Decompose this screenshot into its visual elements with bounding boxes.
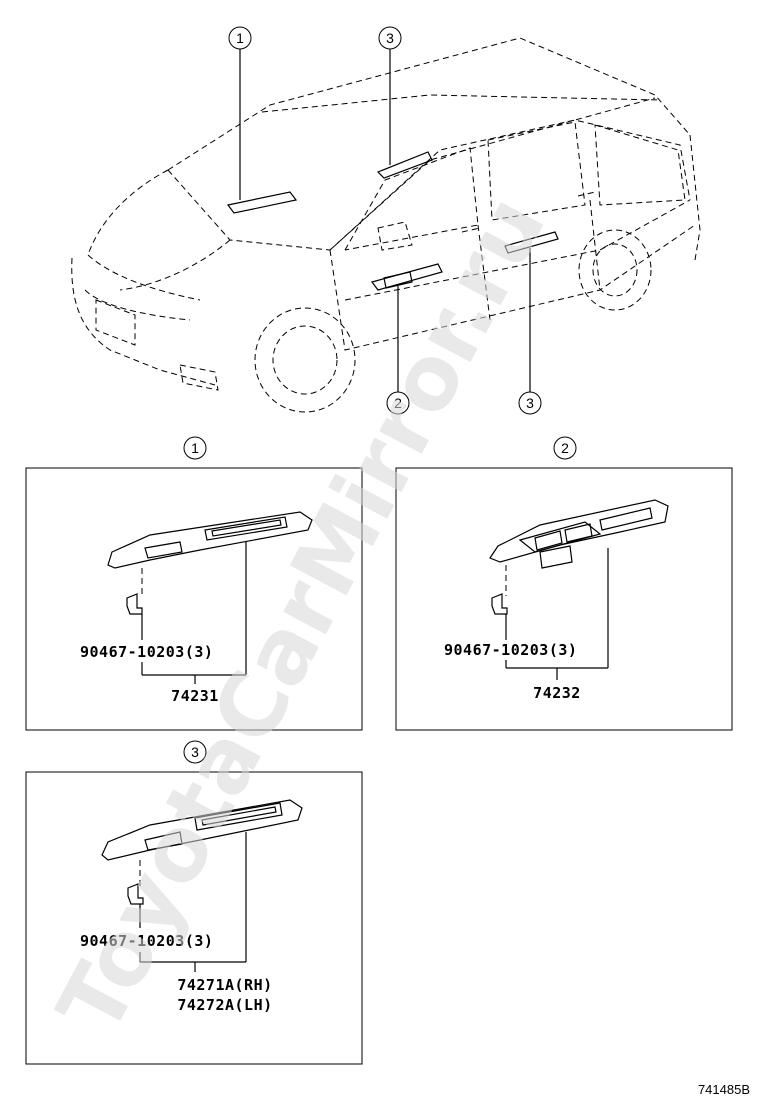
overview-callout-2: 2 xyxy=(386,286,410,415)
panel-3-assy-part-number-lh: 74272A(LH) xyxy=(177,996,272,1014)
panel-2-clip-part-number: 90467-10203(3) xyxy=(444,641,577,659)
overview-callout-3-bottom-label: 3 xyxy=(526,395,534,411)
clip-icon-panel-3 xyxy=(127,883,144,905)
panel-2-callout: 2 xyxy=(561,440,569,456)
panel-2-assy-part-number: 74232 xyxy=(533,684,581,702)
clip-icon-panel-2 xyxy=(491,593,508,615)
panel-1-callout: 1 xyxy=(191,440,199,456)
clip-icon-panel-1 xyxy=(126,593,143,615)
vehicle-illustration xyxy=(71,37,701,413)
watermark-text: ToyotaCarMirror.ru xyxy=(38,180,566,1050)
detail-panel-3: 3 90467-10203(3) 74271A(RH) 74272A(LH) xyxy=(25,740,363,1065)
panel-1-clip-part-number: 90467-10203(3) xyxy=(80,643,213,661)
panel-3-assy-part-number-rh: 74271A(RH) xyxy=(177,976,272,994)
overview-callout-3-top: 3 xyxy=(378,26,402,165)
overview-callout-3-top-label: 3 xyxy=(386,30,394,46)
switch-base-panel-3 xyxy=(101,799,303,861)
overview-callout-1-label: 1 xyxy=(236,30,244,46)
switch-base-panel-2 xyxy=(489,499,669,563)
panel-3-clip-part-number: 90467-10203(3) xyxy=(80,932,213,950)
overview-callout-2-label: 2 xyxy=(394,395,402,411)
detail-panel-2: 2 90467-10203(3) 74232 xyxy=(395,436,733,731)
overview-callout-1: 1 xyxy=(228,26,252,200)
panel-3-callout: 3 xyxy=(191,744,199,760)
overview-callout-3-bottom: 3 xyxy=(518,248,542,415)
figure-id: 741485B xyxy=(698,1082,750,1097)
panel-1-assy-part-number: 74231 xyxy=(171,687,219,705)
detail-panel-1: 1 90467-10203(3) 74231 xyxy=(25,436,363,731)
